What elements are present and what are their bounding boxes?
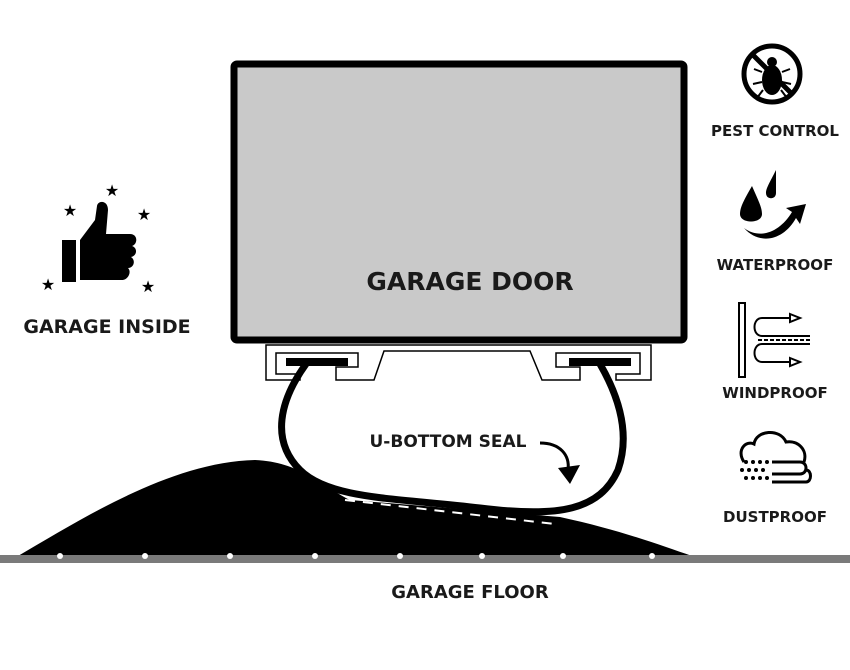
- pest-control-label: PEST CONTROL: [711, 122, 839, 140]
- svg-text:★: ★: [105, 183, 119, 200]
- seal-track: [265, 344, 652, 381]
- svg-text:★: ★: [41, 277, 55, 294]
- garage-floor-label: GARAGE FLOOR: [391, 582, 549, 603]
- thumbs-up-stars-icon: ★ ★ ★ ★ ★: [41, 183, 155, 296]
- no-bug-icon: [741, 43, 803, 105]
- svg-text:★: ★: [137, 207, 151, 224]
- u-bottom-seal-label: U-BOTTOM SEAL: [370, 432, 527, 452]
- seal-anchor-right: [569, 358, 631, 366]
- wind-icon: [738, 302, 810, 378]
- garage-door: [230, 60, 688, 344]
- seal-anchor-left: [286, 358, 348, 366]
- water-drops-icon: [740, 170, 806, 239]
- curved-arrow-icon: [539, 441, 570, 471]
- garage-inside-label: GARAGE INSIDE: [23, 316, 190, 338]
- garage-door-label: GARAGE DOOR: [366, 267, 573, 296]
- waterproof-label: WATERPROOF: [717, 256, 834, 274]
- svg-text:★: ★: [141, 279, 155, 296]
- svg-text:★: ★: [63, 203, 77, 220]
- dust-cloud-icon: [739, 431, 812, 484]
- floor-mound: [18, 460, 692, 556]
- dustproof-label: DUSTPROOF: [723, 508, 827, 526]
- u-bottom-seal: [278, 361, 627, 516]
- arrow-head: [558, 465, 580, 484]
- windproof-label: WINDPROOF: [722, 384, 827, 402]
- garage-floor: [0, 555, 850, 563]
- floor-dots: [57, 553, 655, 559]
